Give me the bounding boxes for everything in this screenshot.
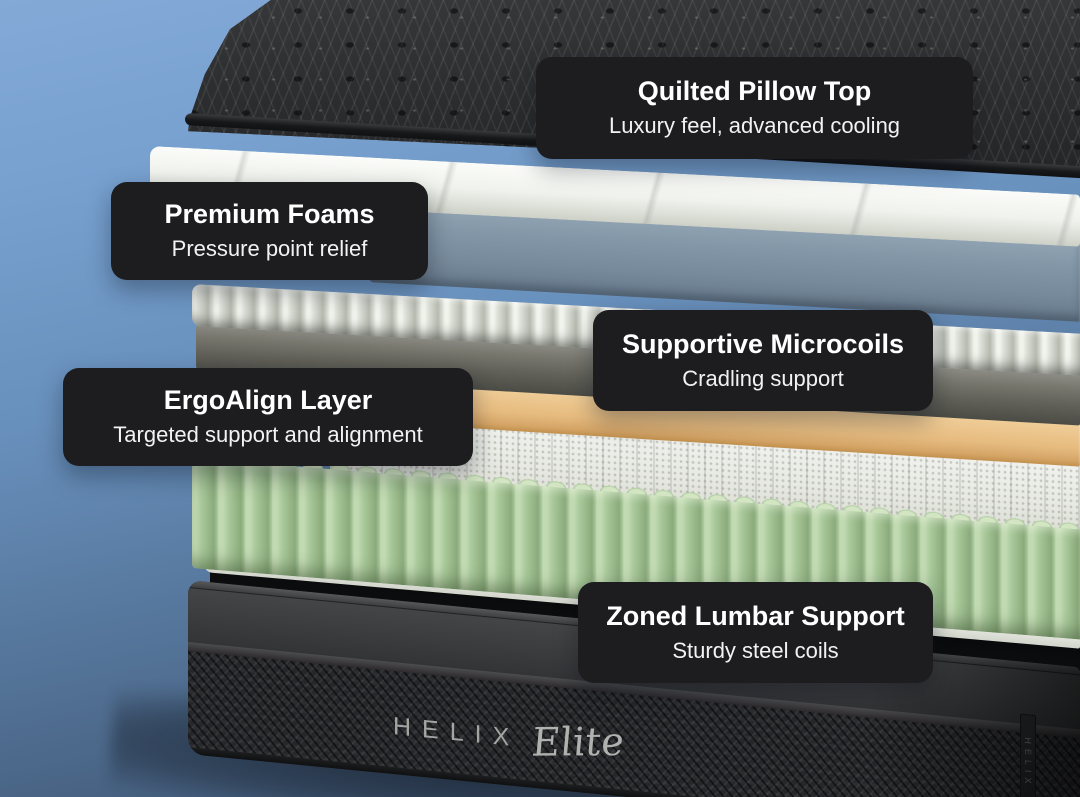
- callout-title: Quilted Pillow Top: [637, 76, 872, 107]
- callout-subtitle: Targeted support and alignment: [113, 422, 423, 448]
- callout-subtitle: Pressure point relief: [171, 236, 368, 262]
- callout-zoned-lumbar-support: Zoned Lumbar Support Sturdy steel coils: [578, 582, 933, 683]
- callout-premium-foams: Premium Foams Pressure point relief: [111, 182, 428, 280]
- callout-title: Zoned Lumbar Support: [606, 600, 905, 631]
- callout-subtitle: Luxury feel, advanced cooling: [608, 113, 901, 139]
- callout-quilted-pillow-top: Quilted Pillow Top Luxury feel, advanced…: [536, 57, 973, 159]
- callout-subtitle: Sturdy steel coils: [672, 637, 839, 663]
- callout-title: ErgoAlign Layer: [163, 385, 373, 416]
- callout-title: Premium Foams: [164, 199, 375, 230]
- callout-subtitle: Cradling support: [682, 365, 844, 391]
- callout-ergoalign-layer: ErgoAlign Layer Targeted support and ali…: [63, 368, 473, 466]
- callout-supportive-microcoils: Supportive Microcoils Cradling support: [593, 310, 933, 411]
- callout-title: Supportive Microcoils: [621, 328, 905, 359]
